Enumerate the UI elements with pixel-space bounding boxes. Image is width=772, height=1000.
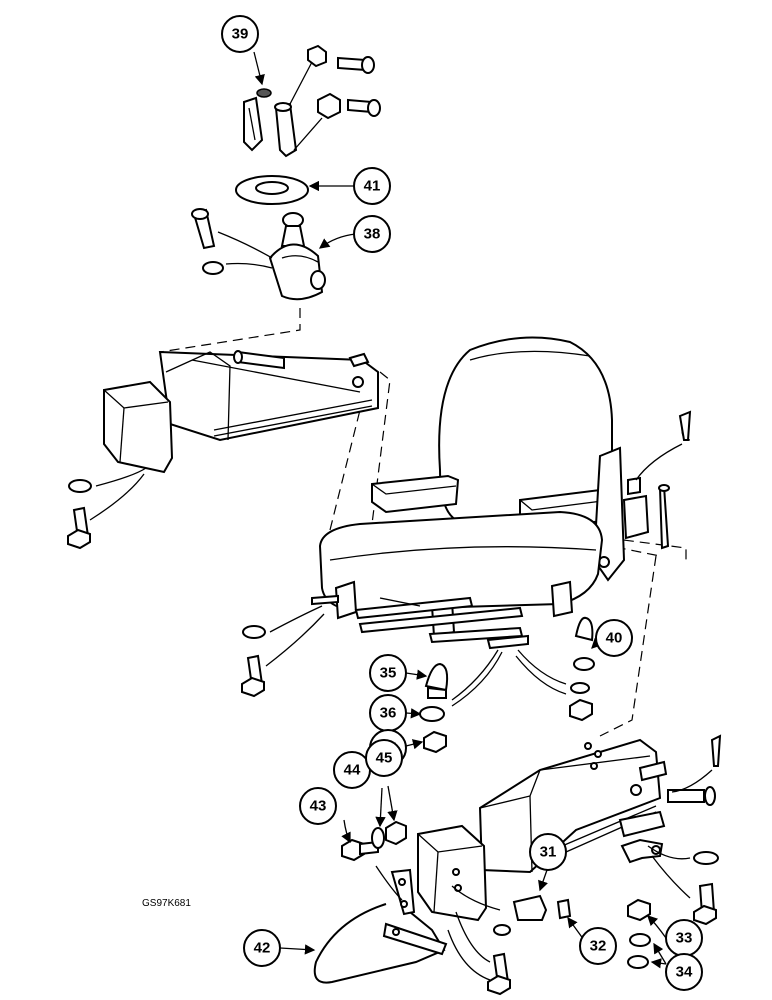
callout-34: 34	[665, 953, 703, 991]
callout-44-label: 44	[344, 762, 361, 779]
callout-39: 39	[221, 15, 259, 53]
callout-41: 41	[353, 167, 391, 205]
callout-38: 38	[353, 215, 391, 253]
callout-36-label: 36	[380, 705, 397, 722]
callout-31: 31	[529, 833, 567, 871]
callout-39-label: 39	[232, 26, 249, 43]
callout-33: 33	[665, 919, 703, 957]
callout-38-label: 38	[364, 226, 381, 243]
seat-mount-cones	[419, 616, 595, 754]
callout-32-label: 32	[590, 938, 607, 955]
right-console	[417, 734, 722, 996]
callout-42: 42	[243, 929, 281, 967]
joystick-control	[191, 208, 326, 301]
grommet-ring	[235, 175, 309, 205]
callout-44: 44	[333, 751, 371, 789]
callout-36: 36	[369, 694, 407, 732]
callout-leaders	[253, 51, 667, 969]
callout-35: 35	[369, 654, 407, 692]
callout-34-label: 34	[676, 964, 693, 981]
callout-41-label: 41	[364, 178, 381, 195]
callout-35-label: 35	[380, 665, 397, 682]
figure-code: GS97K681	[142, 898, 191, 909]
seat-mount-hardware-left	[241, 605, 325, 698]
callout-32: 32	[579, 927, 617, 965]
callout-43: 43	[299, 787, 337, 825]
callout-40: 40	[595, 619, 633, 657]
callout-42-label: 42	[254, 940, 271, 957]
callout-43-label: 43	[310, 798, 327, 815]
support-brace	[313, 868, 448, 984]
callout-31-label: 31	[540, 844, 557, 861]
operator-seat	[311, 336, 692, 650]
bolt-washer-nut	[341, 820, 407, 901]
callout-33-label: 33	[676, 930, 693, 947]
callout-45: 45	[365, 739, 403, 777]
callout-40-label: 40	[606, 630, 623, 647]
joystick-hardware-group	[243, 44, 381, 158]
callout-45-label: 45	[376, 750, 393, 767]
left-console	[67, 350, 379, 550]
